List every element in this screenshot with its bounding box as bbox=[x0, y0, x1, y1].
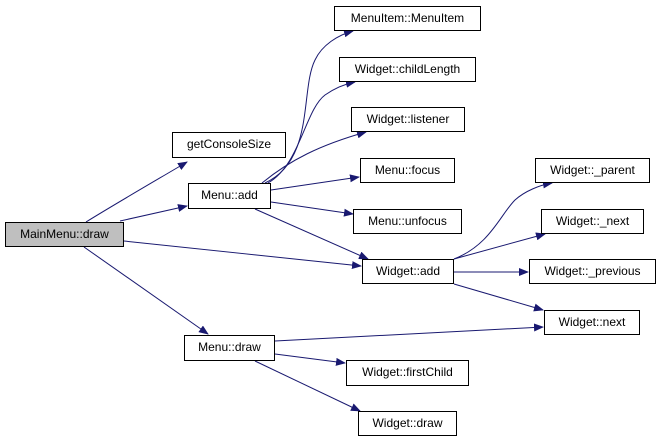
edge-menuadd-unfocus bbox=[270, 201, 354, 217]
node-widget-next-private[interactable]: Widget::_next bbox=[541, 209, 644, 234]
edge-menuadd-childlength bbox=[267, 79, 356, 184]
edge-widgetadd-next-private bbox=[453, 232, 546, 260]
node-menu-unfocus[interactable]: Menu::unfocus bbox=[353, 209, 462, 234]
edge-menuadd-focus bbox=[270, 174, 360, 191]
node-widget-draw[interactable]: Widget::draw bbox=[358, 411, 457, 436]
edge-mainmenu-menuadd bbox=[119, 204, 188, 222]
node-menu-focus[interactable]: Menu::focus bbox=[360, 158, 455, 183]
node-widget-parent[interactable]: Widget::_parent bbox=[535, 158, 650, 183]
edge-mainmenu-widgetadd bbox=[123, 240, 362, 270]
edge-menudraw-next bbox=[274, 323, 544, 342]
node-widget-firstchild[interactable]: Widget::firstChild bbox=[346, 360, 469, 386]
edge-menuadd-widgetadd bbox=[254, 208, 369, 260]
node-menu-draw[interactable]: Menu::draw bbox=[184, 335, 275, 361]
node-widget-previous[interactable]: Widget::_previous bbox=[529, 259, 656, 284]
node-mainmenu-draw[interactable]: MainMenu::draw bbox=[5, 222, 124, 247]
node-widget-add[interactable]: Widget::add bbox=[362, 259, 454, 284]
edge-menuadd-listener bbox=[261, 130, 367, 184]
node-widget-next[interactable]: Widget::next bbox=[544, 310, 640, 335]
edge-menudraw-widgetdraw bbox=[254, 360, 361, 412]
edge-menudraw-firstchild bbox=[274, 353, 346, 366]
edge-widgetadd-next bbox=[453, 283, 544, 312]
edge-widgetadd-parent bbox=[453, 180, 553, 260]
node-menuitem-menuitem[interactable]: MenuItem::MenuItem bbox=[334, 6, 481, 31]
node-widget-listener[interactable]: Widget::listener bbox=[351, 107, 465, 132]
edge-menuadd-menuitem bbox=[264, 29, 354, 184]
edge-mainmenu-menudraw bbox=[83, 246, 209, 335]
node-menu-add[interactable]: Menu::add bbox=[188, 183, 271, 209]
edge-mainmenu-getconsolesize bbox=[85, 161, 188, 223]
node-widget-childlength[interactable]: Widget::childLength bbox=[339, 57, 476, 82]
node-getconsolesize[interactable]: getConsoleSize bbox=[172, 132, 286, 158]
